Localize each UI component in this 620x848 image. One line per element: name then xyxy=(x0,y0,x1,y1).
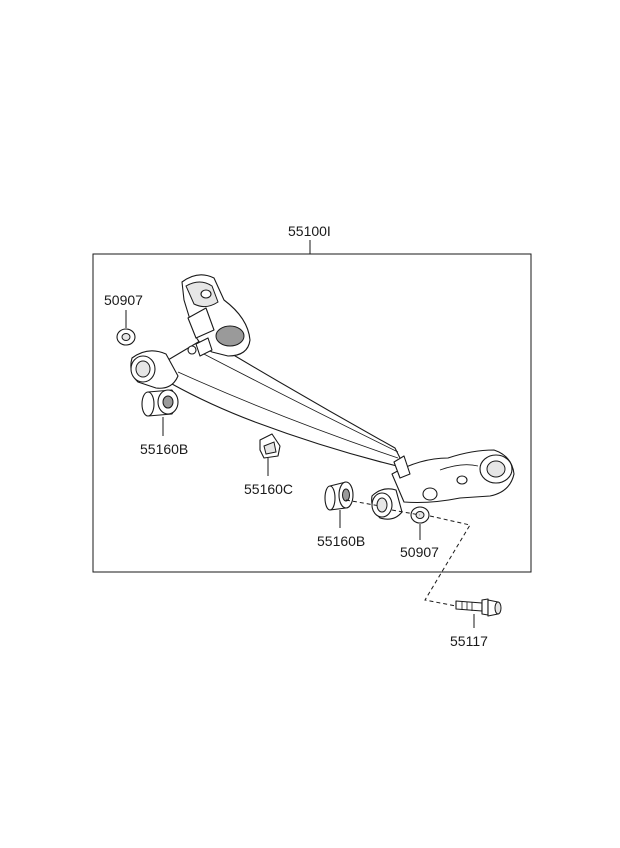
label-washer-left: 50907 xyxy=(104,292,143,308)
torsion-beam-axle xyxy=(130,274,515,520)
label-bushing-left: 55160B xyxy=(140,441,188,457)
label-assembly: 55100I xyxy=(288,223,331,239)
bracket-center-part xyxy=(259,433,281,459)
washer-left-part xyxy=(116,328,136,346)
bushing-left-part xyxy=(141,389,179,417)
assembly-frame xyxy=(92,253,532,573)
label-washer-right: 50907 xyxy=(400,544,439,560)
bolt-part xyxy=(455,598,502,617)
bushing-right-part xyxy=(324,481,354,511)
label-bushing-right: 55160B xyxy=(317,533,365,549)
assembly-path-dashed xyxy=(345,499,471,607)
label-bolt: 55117 xyxy=(450,633,488,649)
label-bracket-center: 55160C xyxy=(244,481,293,497)
